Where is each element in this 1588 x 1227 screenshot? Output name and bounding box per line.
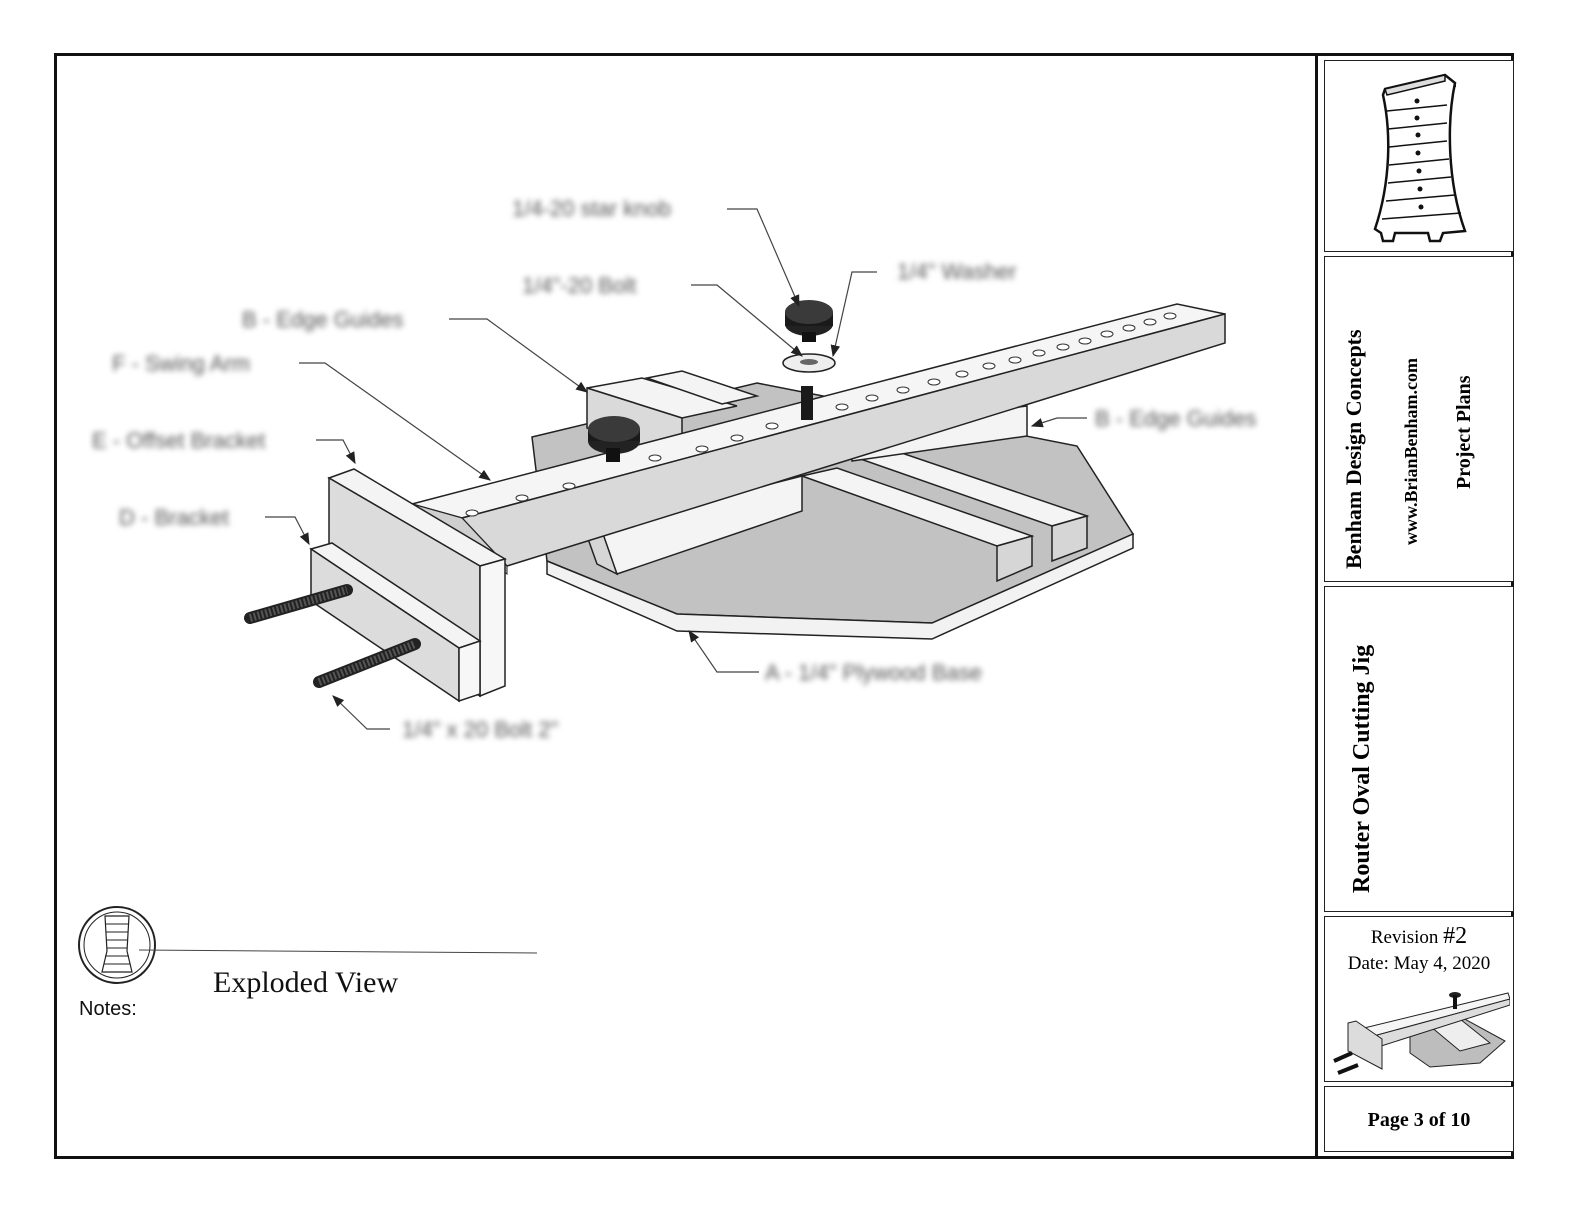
revision-label: Revision xyxy=(1370,927,1444,948)
callout-star-knob: 1/4-20 star knob xyxy=(512,196,671,221)
dresser-logo-icon xyxy=(1373,73,1467,243)
project-plans-label: Project Plans xyxy=(1453,375,1475,490)
callout-bolt: 1/4"-20 Bolt xyxy=(522,273,637,298)
logo-cell xyxy=(1324,60,1514,252)
exploded-view-illustration xyxy=(78,208,1226,984)
drawing-sheet: 1/4-20 star knob 1/4" Washer 1/4"-20 Bol… xyxy=(54,53,1514,1159)
leader-lines xyxy=(265,208,1087,730)
callout-bracket: D - Bracket xyxy=(119,505,230,530)
title-block: Benham Design Concepts www.BrianBenham.c… xyxy=(1315,56,1514,1156)
callout-edge-guides-left: B - Edge Guides xyxy=(242,307,404,332)
company-name: Benham Design Concepts xyxy=(1341,329,1366,569)
bracket-bolts xyxy=(244,584,421,688)
jig-thumbnail xyxy=(1333,992,1510,1075)
callout-plywood-base: A - 1/4" Plywood Base xyxy=(765,660,982,685)
view-symbol xyxy=(78,906,538,984)
callout-bracket-bolt: 1/4" x 20 Bolt 2" xyxy=(402,717,559,742)
page-cell: Page 3 of 10 xyxy=(1324,1086,1514,1152)
revision-date: Date: May 4, 2020 xyxy=(1347,953,1491,974)
company-cell: Benham Design Concepts www.BrianBenham.c… xyxy=(1324,256,1514,582)
view-title: Exploded View xyxy=(213,966,399,999)
project-title-cell: Router Oval Cutting Jig xyxy=(1324,586,1514,912)
page-number: Page 3 of 10 xyxy=(1367,1109,1471,1131)
website: www.BrianBenham.com xyxy=(1401,357,1421,545)
washer xyxy=(782,353,836,373)
star-knob-upper xyxy=(785,300,833,342)
callout-washer: 1/4" Washer xyxy=(897,259,1017,284)
callout-edge-guides-right: B - Edge Guides xyxy=(1095,406,1257,431)
notes-label: Notes: xyxy=(79,998,137,1020)
drawing-area: 1/4-20 star knob 1/4" Washer 1/4"-20 Bol… xyxy=(57,56,1315,1156)
revision-number: #2 xyxy=(1443,923,1468,949)
revision-cell: Revision #2 Date: May 4, 2020 xyxy=(1324,916,1514,1082)
callout-swing-arm: F - Swing Arm xyxy=(112,351,251,376)
star-knob-front xyxy=(588,416,640,462)
project-title: Router Oval Cutting Jig xyxy=(1349,644,1375,893)
upper-bolt xyxy=(801,386,813,420)
revision: Revision #2 xyxy=(1325,923,1513,950)
callout-offset-bracket: E - Offset Bracket xyxy=(92,428,266,453)
